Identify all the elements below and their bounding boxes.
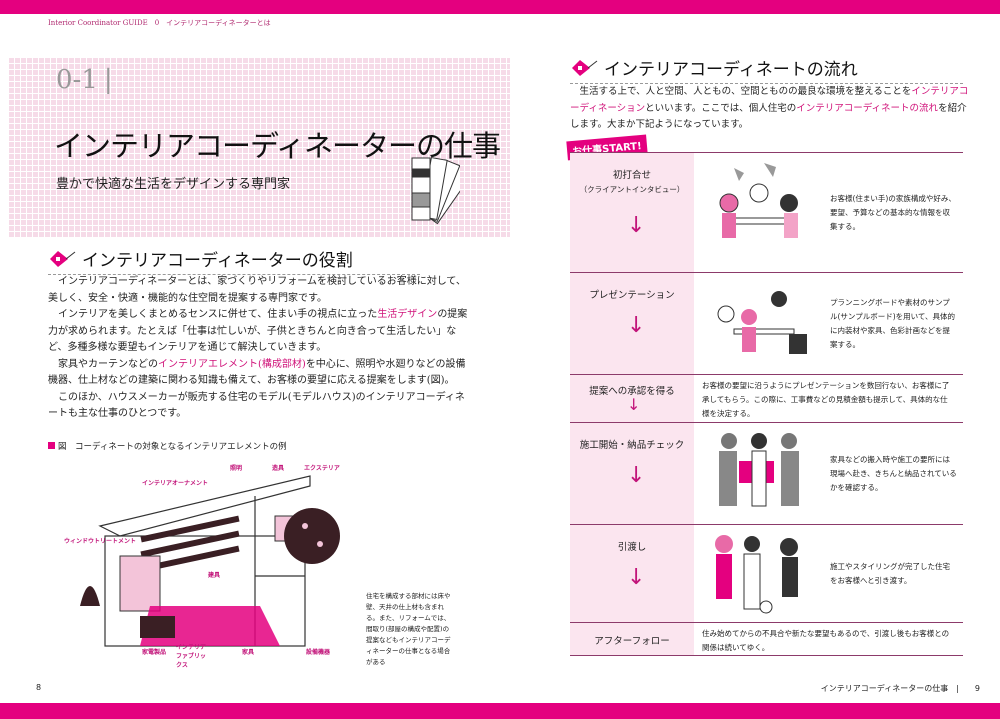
color-swatch-fan-illustration (411, 157, 460, 225)
page-subtitle: 豊かで快適な生活をデザインする専門家 (56, 177, 291, 192)
running-head: Interior Coordinator GUIDE 0 インテリアコーディネー… (48, 19, 271, 27)
paragraph: このほか、ハウスメーカーが販売する住宅のモデル(モデルハウス)のインテリアコーデ… (48, 391, 465, 420)
delivery-illustration (719, 433, 799, 507)
flow-intro-text: 生活する上で、人と空間、人ともの、空間とものの最良な環境を整えることをインテリア… (570, 86, 969, 130)
paragraph: インテリアコーディネーターとは、家づくりやリフォームを検討しているお客様に対して… (48, 276, 466, 304)
interior-elements-house-illustration (80, 475, 340, 647)
flow-step: アフターフォロー 住み始めてからの不具合や新たな要望もあるので、引渡し後もお客様… (570, 622, 963, 656)
section-title: インテリアコーディネーターの役割 (82, 251, 353, 271)
flow-step: プレゼンテーション↓ プランニングボードや素材のサンプル(サンプルボード)を用い… (570, 272, 963, 374)
section-heading-role: インテリアコーディネーターの役割 (48, 246, 420, 275)
label-appliances: 家電製品 (142, 649, 167, 656)
figure-caption: 図 コーディネートの対象となるインテリアエレメントの例 (48, 440, 287, 452)
label-fixture: 造具 (272, 465, 285, 472)
figure-note: 住宅を構成する部材には床や壁、天井の仕上材も含まれる。また、リフォームでは、間取… (366, 592, 451, 666)
page-number-left: 8 (36, 683, 42, 692)
label-fittings: 建具 (208, 572, 221, 579)
flow-step: 初打合せ（クライアントインタビュー）↓ お客様(住まい手)の家族構成や好み、要望… (570, 152, 963, 272)
section-heading-flow: インテリアコーディネートの流れ (570, 55, 963, 84)
page-footer-right: インテリアコーディネーターの仕事 | 9 (820, 684, 980, 693)
label-fabrics: インテリアファブリックス (176, 644, 207, 669)
arrow-down-icon: ↓ (627, 565, 646, 590)
flow-step: 施工開始・納品チェック↓ 家具などの搬入時や施工の要所には現場へ赴き、きちんと納… (570, 422, 963, 524)
role-body-text: インテリアコーディネーターとは、家づくりやリフォームを検討しているお客様に対して… (48, 274, 468, 423)
page-title: インテリアコーディネーターの仕事 (54, 129, 501, 163)
paragraph: インテリアを美しくまとめるセンスに併せて、住まい手の視点に立った生活デザインの提… (48, 309, 468, 353)
label-exterior: エクステリア (304, 465, 340, 472)
top-band (0, 0, 1000, 14)
label-window-treatment: ウィンドウトリートメント (64, 538, 137, 545)
label-equipment: 設備機器 (306, 649, 331, 656)
arrow-down-icon: ↓ (627, 313, 646, 338)
arrow-down-icon: ↓ (627, 213, 646, 238)
pink-tag-icon (50, 250, 76, 267)
label-lighting: 照明 (230, 465, 243, 472)
arrow-down-icon: ↓ (627, 463, 646, 488)
meeting-illustration (719, 162, 798, 238)
presentation-illustration (717, 290, 807, 354)
flow-step: 提案への承認を得る↓ お客様の要望に沿うようにプレゼンテーションを数回行ない、お… (570, 374, 963, 422)
workflow-table: 初打合せ（クライアントインタビュー）↓ お客様(住まい手)の家族構成や好み、要望… (570, 152, 963, 656)
chapter-header: 0-1| インテリアコーディネーターの仕事 豊かで快適な生活をデザインする専門家 (8, 57, 510, 238)
arrow-down-icon: ↓ (627, 395, 641, 414)
handover-illustration (715, 534, 798, 613)
flow-step: 引渡し↓ 施工やスタイリングが完了した住宅をお客様へと引き渡す。 (570, 524, 963, 622)
paragraph: 家具やカーテンなどのインテリアエレメント(構成部材)を中心に、照明や水廻りなどの… (48, 358, 466, 387)
pink-tag-icon (572, 59, 598, 76)
chapter-number: 0-1| (56, 65, 113, 95)
square-bullet-icon (48, 442, 55, 449)
label-furniture: 家具 (242, 649, 255, 656)
label-ornament: インテリアオーナメント (142, 480, 209, 487)
section-title: インテリアコーディネートの流れ (604, 60, 858, 80)
bottom-band (0, 703, 1000, 719)
